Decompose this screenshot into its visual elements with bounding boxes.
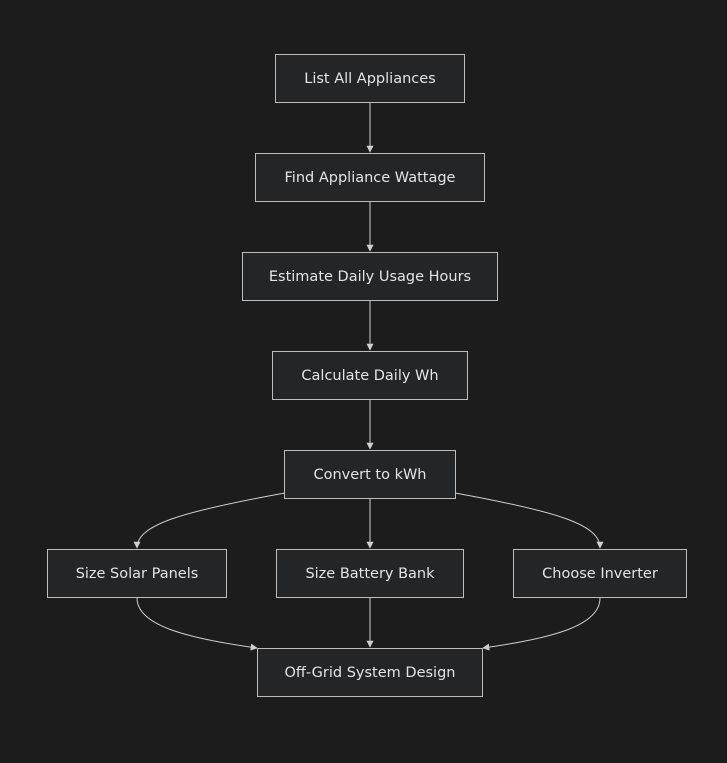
node-convert-kwh: Convert to kWh [284, 450, 456, 499]
node-choose-inverter: Choose Inverter [513, 549, 687, 598]
node-list-appliances: List All Appliances [275, 54, 465, 103]
arrow-convert-to-solar [133, 492, 286, 549]
arrow-inverter-to-design [482, 597, 601, 651]
arrow-solar-to-design [136, 597, 258, 651]
node-size-battery: Size Battery Bank [276, 549, 464, 598]
node-find-wattage: Find Appliance Wattage [255, 153, 485, 202]
node-calculate-wh: Calculate Daily Wh [272, 351, 468, 400]
node-system-design: Off-Grid System Design [257, 648, 483, 697]
node-size-solar: Size Solar Panels [47, 549, 227, 598]
node-estimate-hours: Estimate Daily Usage Hours [242, 252, 498, 301]
arrow-convert-to-inverter [454, 492, 604, 549]
